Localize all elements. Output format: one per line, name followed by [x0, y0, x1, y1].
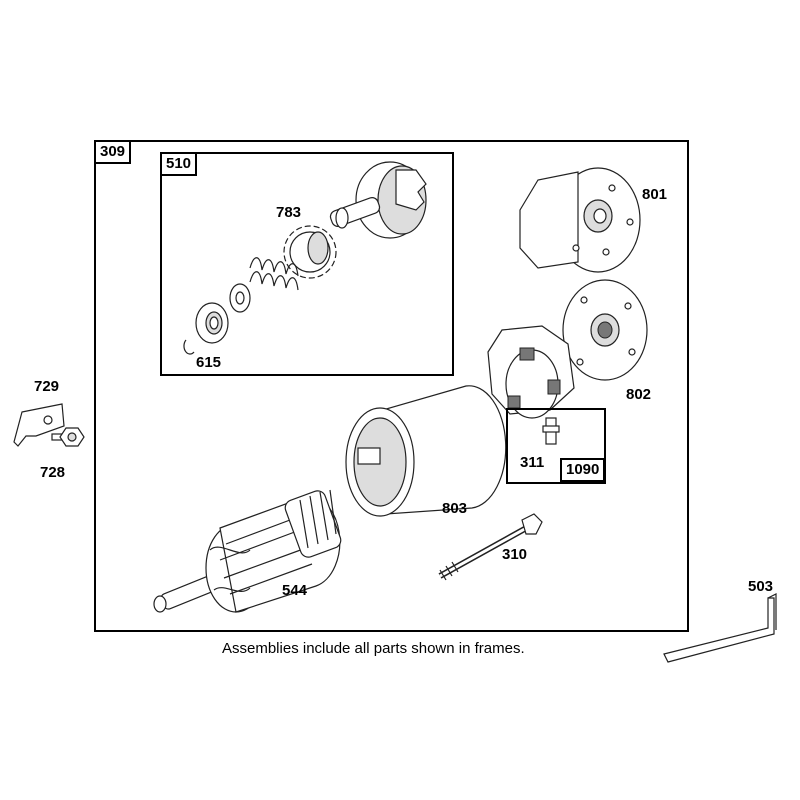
drive-housing-part — [355, 161, 427, 239]
armature-544 — [153, 489, 342, 613]
washer-part — [229, 283, 251, 313]
part-label-503: 503 — [748, 578, 774, 595]
part-label-783: 783 — [276, 204, 302, 221]
screw-728 — [51, 427, 85, 447]
frame-510-tag: 510 — [160, 152, 198, 176]
terminal-stud-311 — [542, 417, 560, 445]
bracket-503 — [663, 593, 777, 663]
frame-1090 — [506, 408, 606, 484]
spring-part — [249, 257, 299, 291]
bracket-729 — [13, 403, 65, 447]
through-bolt-310 — [438, 513, 543, 581]
frame-510 — [160, 152, 454, 376]
end-plate-802 — [562, 279, 648, 381]
part-label-803: 803 — [442, 500, 468, 517]
part-label-802: 802 — [626, 386, 652, 403]
part-label-728: 728 — [40, 464, 66, 481]
part-label-311: 311 — [520, 454, 545, 471]
retaining-ring-615 — [183, 339, 195, 355]
part-label-729: 729 — [34, 378, 60, 395]
brush-holder-part — [487, 325, 575, 419]
motor-housing-803 — [345, 385, 507, 517]
stop-collar-part — [195, 302, 229, 344]
pinion-gear-783 — [283, 225, 337, 279]
drive-shaft-part — [329, 197, 381, 229]
end-cap-801 — [519, 167, 641, 273]
frame-309-tag: 309 — [94, 140, 132, 164]
part-label-615: 615 — [196, 354, 222, 371]
part-label-544: 544 — [282, 582, 308, 599]
assemblies-footnote: Assemblies include all parts shown in fr… — [222, 640, 525, 657]
part-label-801: 801 — [642, 186, 668, 203]
frame-309 — [94, 140, 689, 632]
part-label-310: 310 — [502, 546, 528, 563]
frame-1090-tag: 1090 — [560, 458, 606, 482]
